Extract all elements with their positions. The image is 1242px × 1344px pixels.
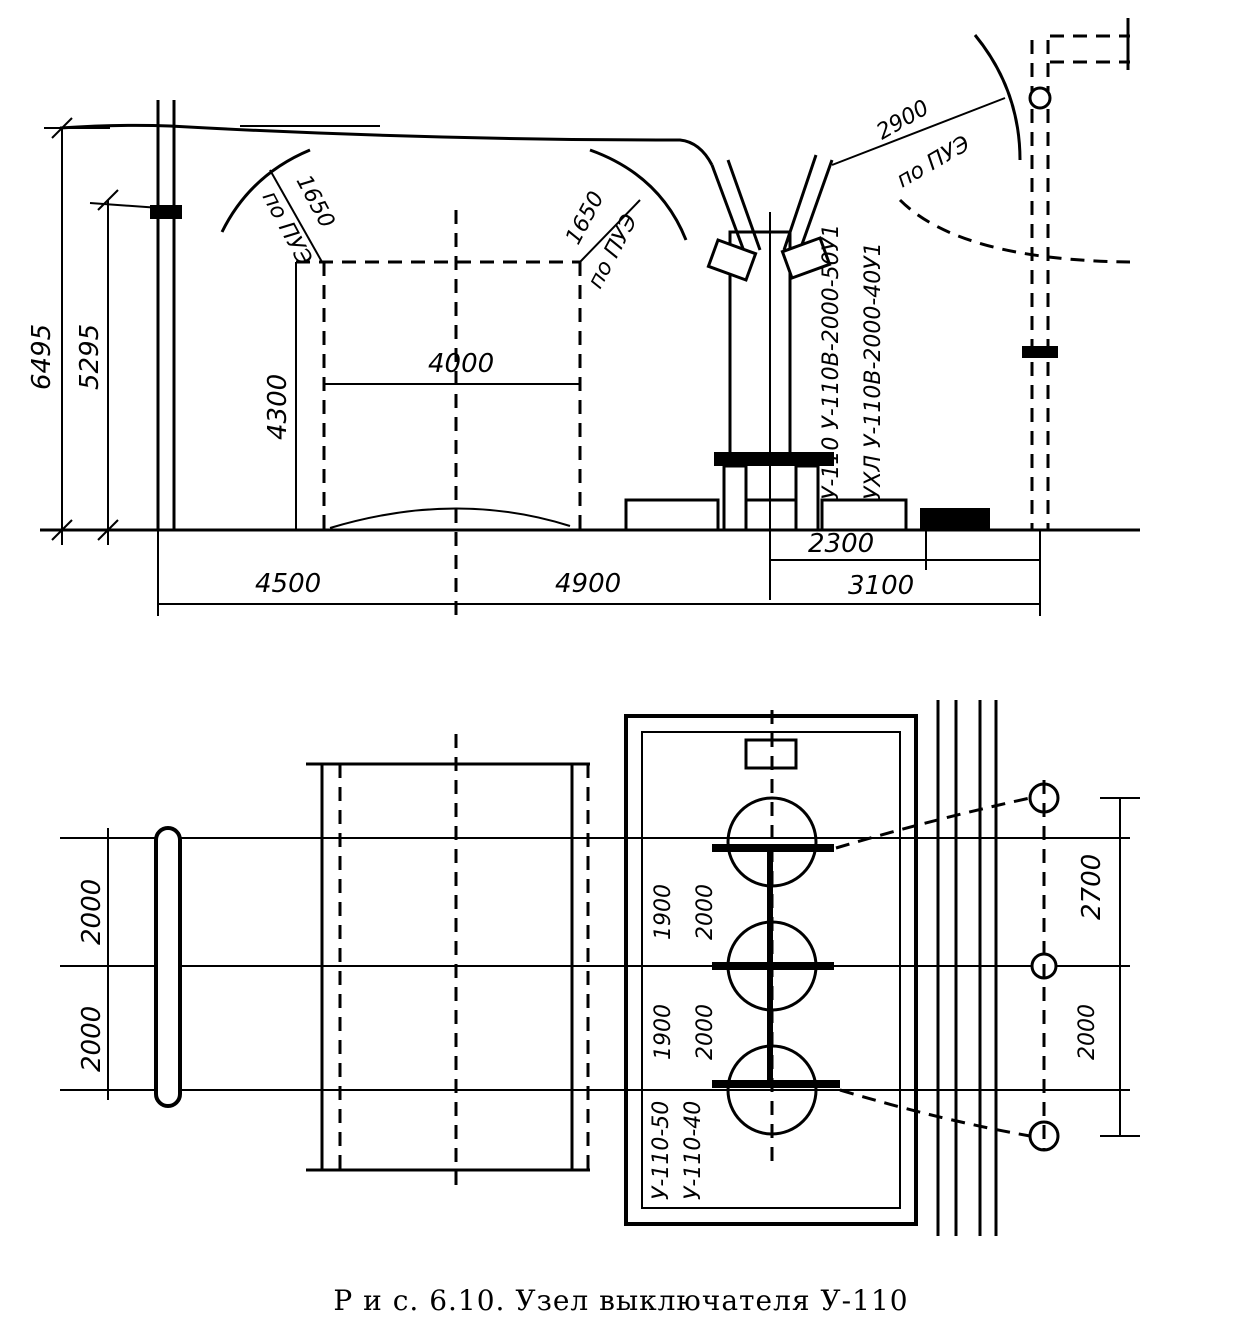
insulator-icon [1028, 86, 1052, 110]
dim-2300: 2300 [808, 529, 874, 559]
plan-dim-2700: 2700 [1077, 854, 1107, 920]
plan-dim-2000-e: 2000 [1075, 1004, 1100, 1060]
portal-plan-left [154, 826, 182, 1108]
figure-caption: Р и с. 6.10. Узел выключателя У-110 [333, 1284, 909, 1317]
dim-4500: 4500 [255, 569, 321, 599]
plan-dim-2000-c: 2000 [693, 884, 718, 940]
breaker-label-1: У-110 У-110В-2000-50У1 [819, 224, 844, 500]
clearance-arc-right [973, 34, 1022, 161]
breaker-label-2: УХЛ У-110В-2000-40У1 [861, 242, 886, 500]
plan-dim-1900-a: 1900 [651, 884, 676, 940]
dim-3100: 3100 [848, 571, 914, 601]
clearance-arc-left [220, 148, 311, 233]
overhead-conductor [59, 123, 714, 166]
type-label-1: У-110-50 [649, 1101, 674, 1200]
plan-view: 2000 2000 1900 2000 1900 2000 У-110-50 [60, 700, 1140, 1236]
clearance-note-right: по ПУЭ [893, 131, 975, 193]
circuit-breaker [624, 154, 990, 600]
plan-dim-2000-b: 2000 [77, 1006, 107, 1072]
ground-profile [329, 507, 571, 529]
clearance-arc-mid [589, 148, 688, 241]
dim-4300: 4300 [263, 374, 293, 440]
dim-4900: 4900 [555, 569, 621, 599]
plan-dim-1900-b: 1900 [651, 1004, 676, 1060]
cabinet-block [920, 508, 990, 530]
dim-4000: 4000 [428, 349, 494, 379]
dim-6495: 6495 [27, 324, 57, 390]
dim-5295: 5295 [75, 324, 105, 390]
plan-dim-2000-a: 2000 [77, 879, 107, 945]
type-label-2: У-110-40 [681, 1101, 706, 1200]
elevation-view: 6495 5295 4300 1650 по ПУЭ 1650 по ПУЭ 4… [27, 18, 1140, 620]
breaker-poles [712, 796, 840, 1136]
plan-dim-2000-d: 2000 [693, 1004, 718, 1060]
